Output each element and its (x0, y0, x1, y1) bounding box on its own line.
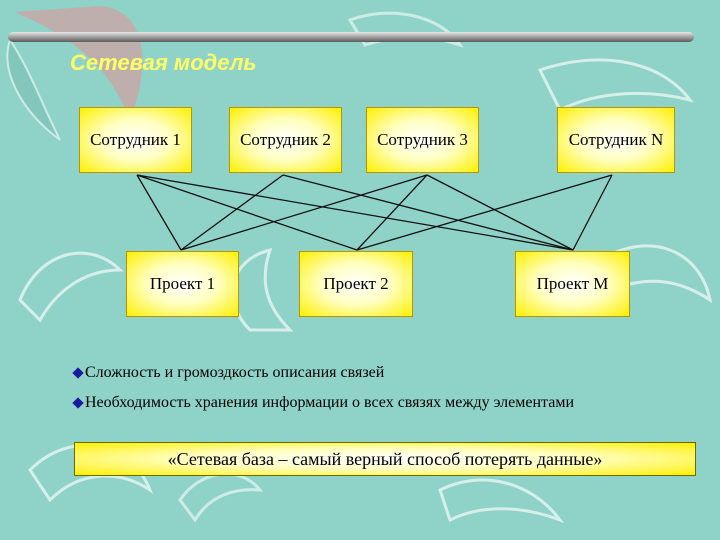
link-line (136, 174, 358, 251)
link-line (282, 174, 574, 251)
link-line (356, 174, 613, 251)
quote-box: «Сетевая база – самый верный способ поте… (74, 442, 696, 476)
project-box-m: Проект M (515, 251, 630, 317)
slide-title: Сетевая модель (70, 50, 257, 75)
bullet-item: Необходимость хранения информации о всех… (72, 394, 575, 412)
link-line (180, 174, 284, 251)
employee-box-1: Сотрудник 1 (79, 107, 192, 173)
title-divider-bar (8, 32, 694, 42)
project-box-2: Проект 2 (299, 251, 413, 317)
bullet-item: Сложность и громоздкость описания связей (72, 364, 385, 382)
link-line (572, 174, 613, 251)
link-line (426, 174, 574, 251)
project-box-1: Проект 1 (126, 251, 239, 317)
diamond-bullet-icon (72, 367, 84, 379)
link-line (356, 174, 428, 251)
employee-box-n: Сотрудник N (557, 107, 675, 173)
link-line (136, 174, 182, 251)
diamond-bullet-icon (72, 397, 84, 409)
link-line (180, 174, 428, 251)
employee-box-2: Сотрудник 2 (229, 107, 342, 173)
bullet-text: Сложность и громоздкость описания связей (85, 364, 385, 381)
bullet-text: Необходимость хранения информации о всех… (85, 394, 575, 411)
employee-box-3: Сотрудник 3 (366, 107, 479, 173)
link-line (136, 174, 574, 251)
